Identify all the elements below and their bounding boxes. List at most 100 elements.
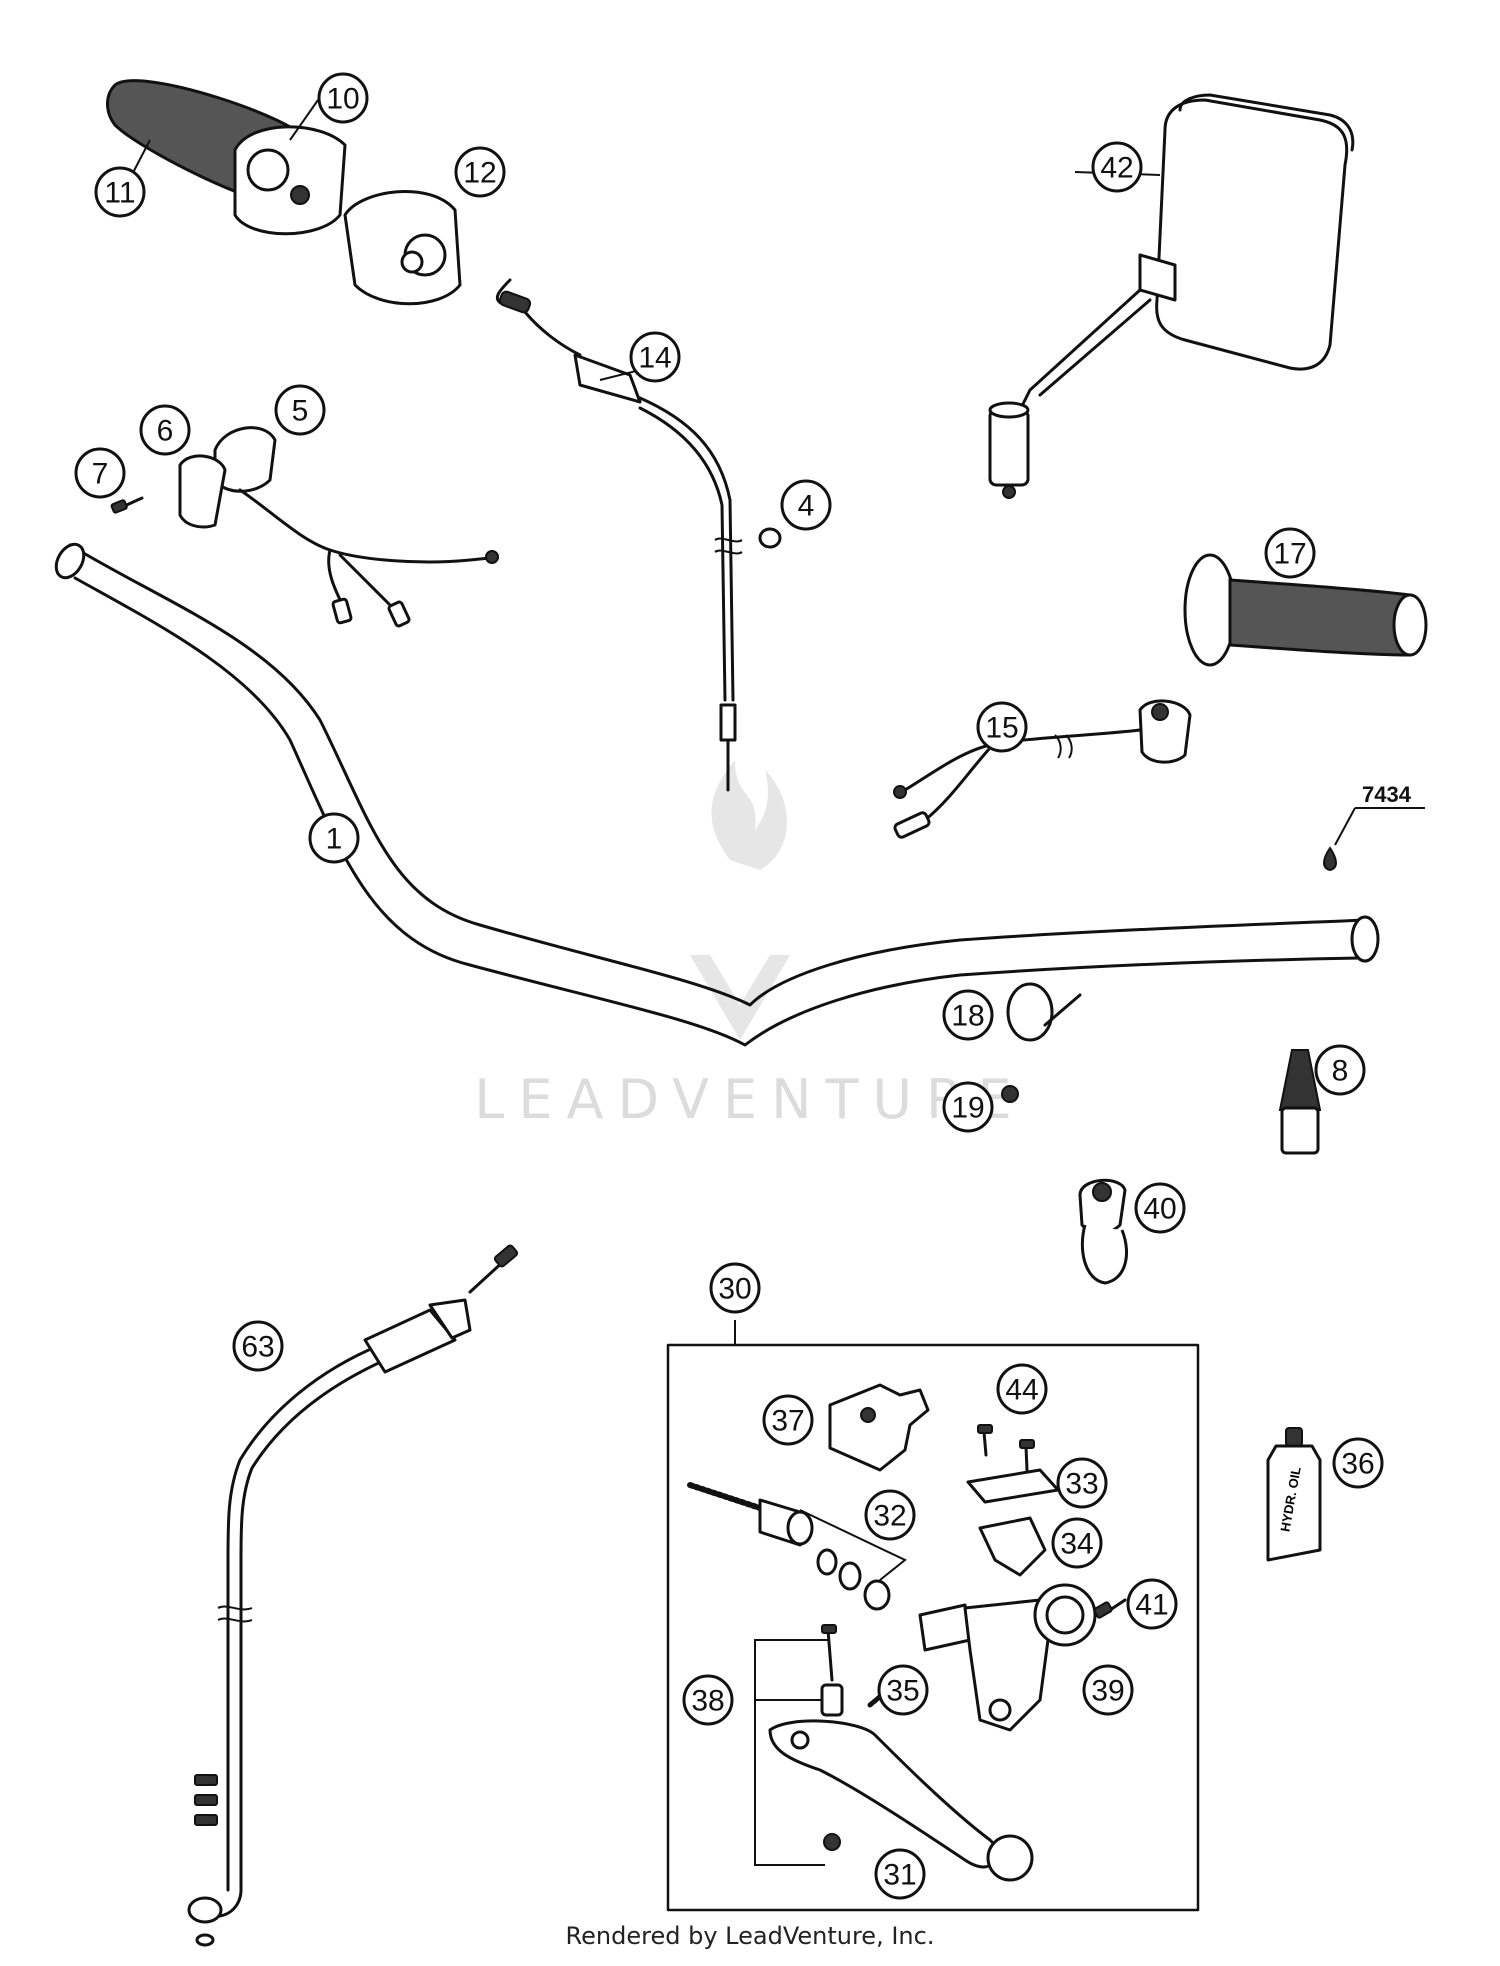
callout-8: 8	[1314, 1044, 1366, 1096]
hydraulic-oil-bottle: HYDR. OIL	[1266, 1427, 1322, 1562]
callout-10: 10	[317, 72, 369, 124]
callout-number: 36	[1341, 1448, 1374, 1481]
diaphragm	[978, 1516, 1047, 1577]
callout-36: 36	[1332, 1437, 1384, 1489]
callout-17: 17	[1264, 527, 1316, 579]
callout-circle	[139, 404, 191, 456]
callout-circle	[74, 447, 126, 499]
throttle-cable	[495, 278, 743, 792]
master-cylinder-group	[666, 1320, 1200, 1912]
footer-credit: Rendered by LeadVenture, Inc.	[565, 1922, 935, 1950]
handlebar	[54, 542, 1380, 1047]
callout-number: 1	[326, 823, 343, 856]
callout-number: 5	[292, 395, 309, 428]
callout-number: 31	[883, 1859, 916, 1892]
callout-circle	[94, 166, 146, 218]
callout-number: 34	[1060, 1528, 1093, 1561]
callout-number: 8	[1332, 1055, 1349, 1088]
callout-circle	[762, 1394, 814, 1446]
callout-number: 41	[1135, 1589, 1168, 1622]
mirror	[988, 93, 1355, 499]
callout-circle	[1056, 1457, 1108, 1509]
callout-38: 38	[682, 1674, 734, 1726]
callout-circle	[780, 479, 832, 531]
callout-31: 31	[874, 1848, 926, 1900]
watermark-text: LEADVENTURE	[474, 1068, 1025, 1131]
callout-circle	[996, 1363, 1048, 1415]
callout-42: 42	[1091, 141, 1143, 193]
callout-circle	[232, 1320, 284, 1372]
callout-5: 5	[274, 384, 326, 436]
callout-number: 44	[1005, 1374, 1038, 1407]
callout-circle	[1091, 141, 1143, 193]
callout-number: 7	[92, 458, 109, 491]
cable-tie	[1006, 982, 1082, 1042]
callout-number: 17	[1273, 538, 1306, 571]
callout-19: 19	[942, 1081, 994, 1133]
callout-number: 39	[1091, 1675, 1124, 1708]
callout-40: 40	[1134, 1182, 1186, 1234]
part-marker-7434: 7434	[1323, 782, 1425, 872]
callout-39: 39	[1082, 1664, 1134, 1716]
callout-circle	[454, 146, 506, 198]
callout-number: 42	[1100, 152, 1133, 185]
callout-15: 15	[976, 701, 1028, 753]
callout-number: 19	[951, 1092, 984, 1125]
callout-33: 33	[1056, 1457, 1108, 1509]
callout-circle	[874, 1848, 926, 1900]
liquid-drop-icon	[1323, 846, 1337, 872]
callout-layer: 1456781011121415171819303132333435363738…	[74, 72, 1384, 1900]
callout-circle	[682, 1674, 734, 1726]
callout-circle	[864, 1489, 916, 1541]
callout-circle	[1332, 1437, 1384, 1489]
callout-number: 38	[691, 1685, 724, 1718]
callout-circle	[877, 1664, 929, 1716]
callout-6: 6	[139, 404, 191, 456]
kill-switch	[893, 699, 1192, 839]
callout-1: 1	[308, 812, 360, 864]
reservoir-cover	[966, 1468, 1060, 1504]
hydraulic-hose	[187, 1244, 519, 1947]
callout-number: 35	[886, 1675, 919, 1708]
callout-32: 32	[864, 1489, 916, 1541]
callout-37: 37	[762, 1394, 814, 1446]
callout-number: 10	[326, 83, 359, 116]
marker-label: 7434	[1362, 782, 1412, 807]
callout-circle	[629, 331, 681, 383]
callout-circle	[274, 384, 326, 436]
callout-14: 14	[629, 331, 681, 383]
callout-7: 7	[74, 447, 126, 499]
callout-30: 30	[709, 1262, 761, 1314]
callout-circle	[1134, 1182, 1186, 1234]
lever-bracket	[828, 1383, 930, 1472]
callout-number: 32	[873, 1500, 906, 1533]
callout-circle	[709, 1262, 761, 1314]
callout-35: 35	[877, 1664, 929, 1716]
callout-number: 37	[771, 1405, 804, 1438]
callout-circle	[1314, 1044, 1366, 1096]
callout-number: 11	[104, 177, 135, 210]
grease-tube	[1278, 1049, 1322, 1155]
callout-circle	[317, 72, 369, 124]
small-nut	[1001, 1085, 1019, 1103]
callout-number: 15	[985, 712, 1018, 745]
callout-number: 18	[951, 1000, 984, 1033]
callout-circle	[1051, 1517, 1103, 1569]
callout-number: 63	[241, 1331, 274, 1364]
throttle-grip-assembly	[106, 79, 347, 236]
switch-clamp-wiring	[110, 426, 499, 628]
callout-number: 14	[638, 342, 671, 375]
callout-circle	[942, 1081, 994, 1133]
callout-circle	[942, 989, 994, 1041]
callout-number: 4	[798, 490, 815, 523]
callout-number: 30	[718, 1273, 751, 1306]
callout-circle	[1264, 527, 1316, 579]
callout-number: 6	[157, 415, 174, 448]
callout-number: 33	[1065, 1468, 1098, 1501]
cable-cap	[758, 527, 782, 549]
callout-34: 34	[1051, 1517, 1103, 1569]
callout-63: 63	[232, 1320, 284, 1372]
callout-4: 4	[780, 479, 832, 531]
callout-44: 44	[996, 1363, 1048, 1415]
left-grip	[1183, 553, 1428, 667]
